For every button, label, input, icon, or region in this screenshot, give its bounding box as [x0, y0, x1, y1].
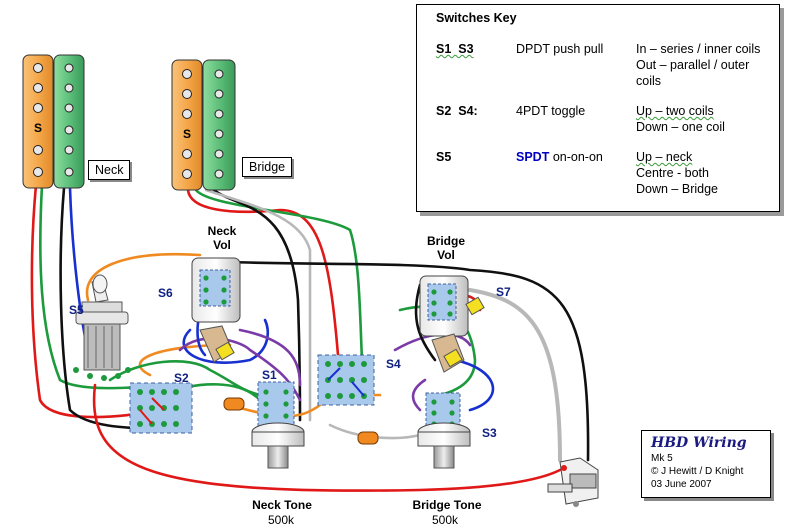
switches-key-title: Switches Key: [436, 11, 517, 25]
wire-purple-s1: [238, 328, 302, 387]
neck-pickup: S: [22, 54, 85, 189]
label-s3: S3: [482, 426, 497, 440]
switches-key: Switches Key S1 S3 DPDT push pull In – s…: [416, 4, 780, 212]
pickup-screw-icon: [182, 69, 224, 179]
wire-blue-s3: [453, 358, 495, 412]
neck-tone-value: 500k: [268, 513, 295, 527]
key-row-2-id: S2 S4:: [436, 104, 478, 118]
wire-purple-s3: [411, 378, 427, 412]
wire-bridge-grey: [204, 188, 312, 422]
key-row-3-type-wrap: SPDT on-on-on: [516, 150, 603, 165]
bridge-vol-label-line1: Bridge: [426, 234, 465, 248]
label-s5: S5: [69, 303, 84, 317]
wire-red-hot: [92, 383, 562, 492]
wires: [30, 183, 590, 492]
key-row-1-type: DPDT push pull: [516, 42, 604, 56]
toggle-s4: [317, 354, 375, 406]
wire-grey-cap: [328, 423, 422, 440]
wire-bridge-green: [194, 188, 364, 362]
key-row-3-line-3: Down – Bridge: [636, 182, 718, 196]
wire-black-s4: [414, 283, 437, 362]
bridge-vol-label-line2: Vol: [437, 248, 455, 262]
bridge-tone-label: Bridge Tone: [412, 498, 482, 512]
neck-vol-label-line2: Vol: [213, 238, 231, 252]
bridge-tone-value: 500k: [432, 513, 459, 527]
wire-bridge-black: [212, 188, 302, 422]
label-s6: S6: [158, 286, 173, 300]
bridge-vol-label: Bridge Vol: [420, 234, 472, 262]
credit-line-3: 03 June 2007: [651, 479, 712, 490]
wire-bridge-red: [186, 188, 340, 357]
wire-neck-green: [39, 183, 172, 390]
credit-box: HBD Wiring Mk 5 © J Hewitt / D Knight 03…: [641, 430, 771, 498]
key-row-1-line-2: Out – parallel / outer: [636, 58, 750, 72]
wire-grey-jack: [468, 288, 562, 462]
key-row-1-line-3: coils: [636, 74, 662, 88]
pot-neck-vol: [191, 257, 241, 363]
label-s1: S1: [262, 368, 277, 382]
bridge-pole-letter: S: [183, 127, 191, 141]
wire-orange-s5: [85, 252, 202, 302]
credit-title: HBD Wiring: [651, 435, 747, 451]
credit-line-2: © J Hewitt / D Knight: [651, 466, 744, 477]
neck-tone-label: Neck Tone: [252, 498, 312, 512]
bridge-pickup: S: [171, 59, 236, 191]
capacitor-icon: [223, 397, 379, 445]
key-row-3-type-strong: SPDT: [516, 150, 550, 164]
neck-pole-letter: S: [34, 121, 42, 135]
jack-icon: [547, 457, 599, 507]
pot-bridge-tone: [417, 392, 471, 469]
key-row-2-line-1: Up – two coils: [636, 104, 714, 118]
neck-pickup-label: Neck: [88, 160, 131, 180]
credit-line-1: Mk 5: [651, 453, 673, 464]
neck-vol-label-line1: Neck: [207, 224, 237, 238]
key-row-3-id: S5: [436, 150, 452, 164]
key-row-2-line-2: Down – one coil: [636, 120, 725, 134]
pickup-screw-icon: [33, 63, 74, 177]
bridge-pickup-label: Bridge: [242, 157, 293, 177]
key-row-3-line-2: Centre - both: [636, 166, 709, 180]
key-row-2-type: 4PDT toggle: [516, 104, 586, 118]
selector-switch: [73, 274, 131, 381]
neck-vol-label: Neck Vol: [200, 224, 244, 252]
key-row-1-id: S1 S3: [436, 42, 474, 56]
pot-neck-tone: [251, 381, 305, 469]
key-row-1-line-1: In – series / inner coils: [636, 42, 761, 56]
wire-black-top: [230, 260, 590, 462]
key-row-3-line-1: Up – neck: [636, 150, 693, 164]
label-s4: S4: [386, 357, 401, 371]
label-s7: S7: [496, 285, 511, 299]
wire-neck-red: [30, 183, 152, 419]
label-s2: S2: [174, 371, 189, 385]
toggle-s2: [129, 382, 193, 434]
key-row-3-type: on-on-on: [549, 150, 603, 164]
pot-bridge-vol: [419, 275, 485, 373]
